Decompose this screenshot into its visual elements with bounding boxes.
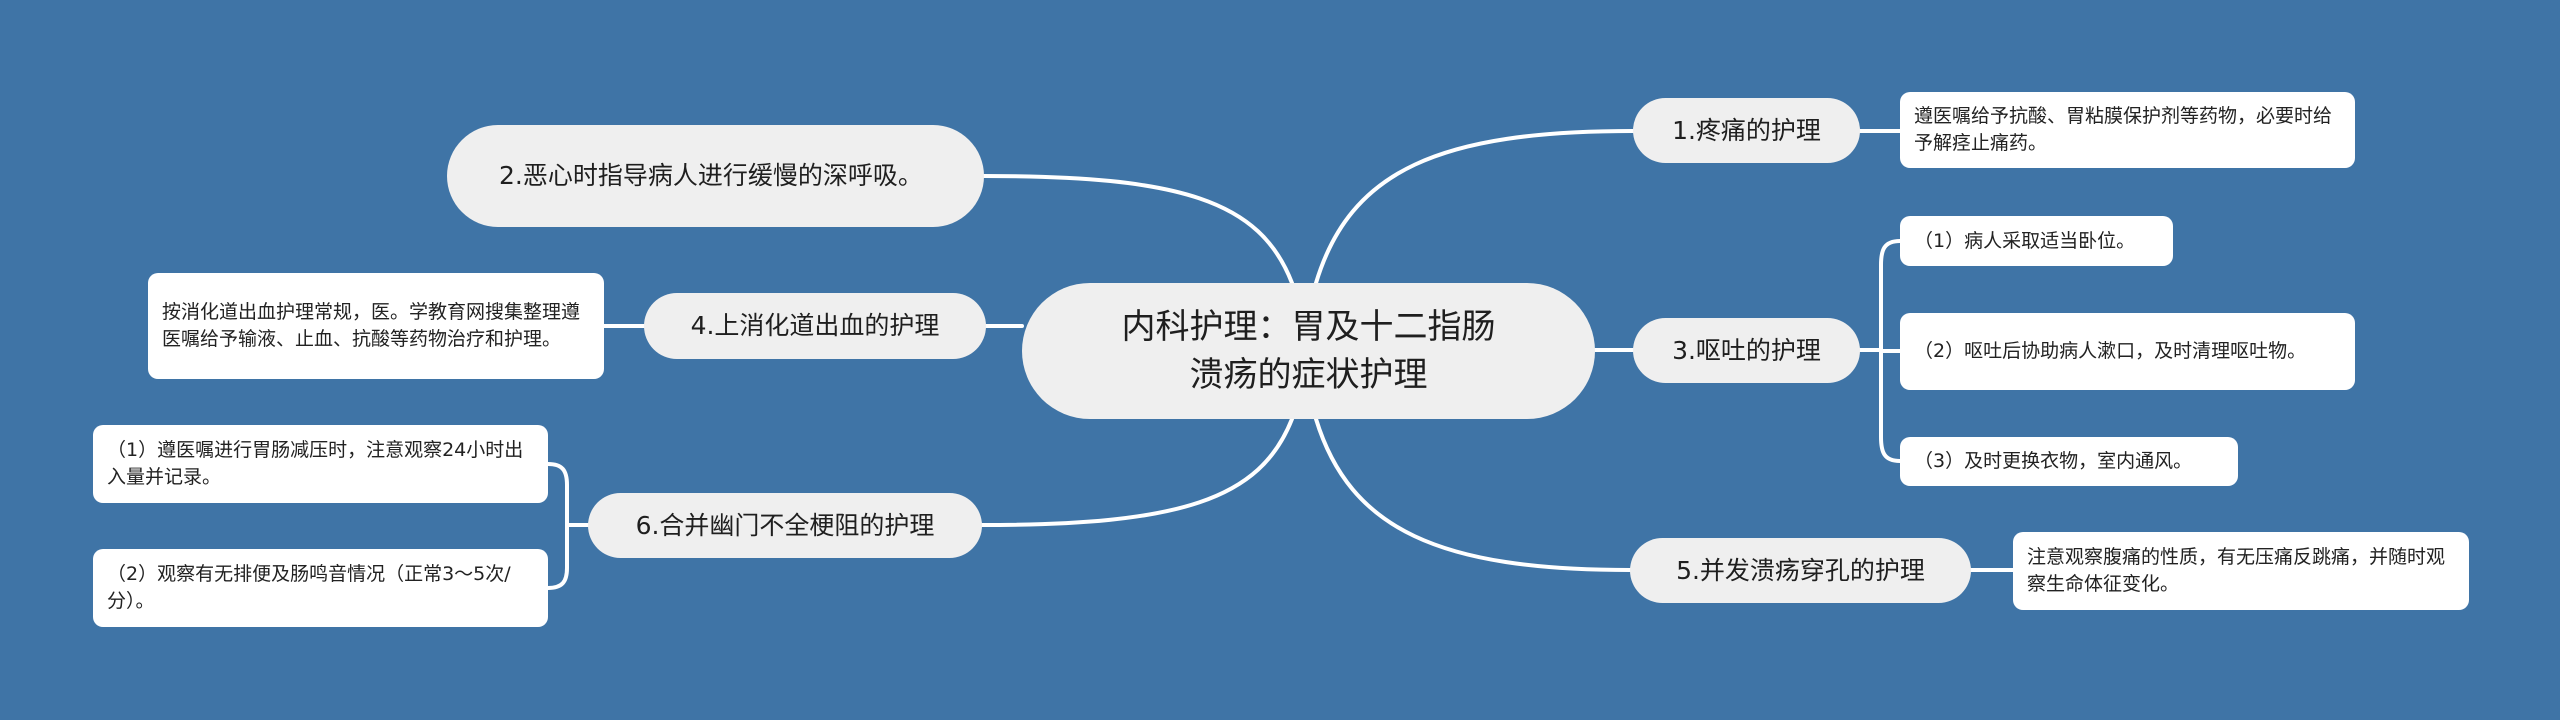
branch-label: 6.合并幽门不全梗阻的护理 xyxy=(635,510,935,540)
branch-gi-bleeding-care[interactable]: 4.上消化道出血的护理 xyxy=(644,293,986,359)
leaf-vomiting-1[interactable]: （1）病人采取适当卧位。 xyxy=(1900,216,2173,266)
leaf-pyloric-2[interactable]: （2）观察有无排便及肠鸣音情况（正常3～5次/分）。 xyxy=(93,549,548,627)
connector-center-b1 xyxy=(1314,129,1635,285)
connector-center-b6 xyxy=(980,417,1294,527)
leaf-vomiting-2[interactable]: （2）呕吐后协助病人漱口，及时清理呕吐物。 xyxy=(1900,313,2355,390)
branch-perforation-care[interactable]: 5.并发溃疡穿孔的护理 xyxy=(1630,538,1971,603)
connector-center-b5 xyxy=(1314,417,1632,572)
branch-label: 1.疼痛的护理 xyxy=(1672,115,1821,145)
leaf-gi-bleeding-detail[interactable]: 按消化道出血护理常规，医。学教育网搜集整理遵医嘱给予输液、止血、抗酸等药物治疗和… xyxy=(148,273,604,379)
leaf-pain-care-detail[interactable]: 遵医嘱给予抗酸、胃粘膜保护剂等药物，必要时给予解痉止痛药。 xyxy=(1900,92,2355,168)
central-topic-line1: 内科护理：胃及十二指肠 xyxy=(1121,307,1496,347)
central-topic-line2: 溃疡的症状护理 xyxy=(1189,355,1428,395)
connector-b6-leaves xyxy=(546,462,590,590)
branch-label: 2.恶心时指导病人进行缓慢的深呼吸。 xyxy=(499,161,923,190)
branch-pyloric-obstruction-care[interactable]: 6.合并幽门不全梗阻的护理 xyxy=(588,493,982,558)
branch-pain-care[interactable]: 1.疼痛的护理 xyxy=(1633,98,1860,163)
branch-label: 5.并发溃疡穿孔的护理 xyxy=(1676,555,1925,585)
connector-center-b2 xyxy=(982,174,1294,285)
branch-nausea-breathing[interactable]: 2.恶心时指导病人进行缓慢的深呼吸。 xyxy=(447,125,984,227)
leaf-perforation-detail[interactable]: 注意观察腹痛的性质，有无压痛反跳痛，并随时观察生命体征变化。 xyxy=(2013,532,2469,610)
branch-vomiting-care[interactable]: 3.呕吐的护理 xyxy=(1633,318,1860,383)
leaf-pyloric-1[interactable]: （1）遵医嘱进行胃肠减压时，注意观察24小时出入量并记录。 xyxy=(93,425,548,503)
leaf-vomiting-3[interactable]: （3）及时更换衣物，室内通风。 xyxy=(1900,437,2238,486)
branch-label: 4.上消化道出血的护理 xyxy=(690,311,940,340)
branch-label: 3.呕吐的护理 xyxy=(1672,335,1821,365)
central-topic[interactable]: 内科护理：胃及十二指肠 溃疡的症状护理 xyxy=(1022,283,1595,419)
